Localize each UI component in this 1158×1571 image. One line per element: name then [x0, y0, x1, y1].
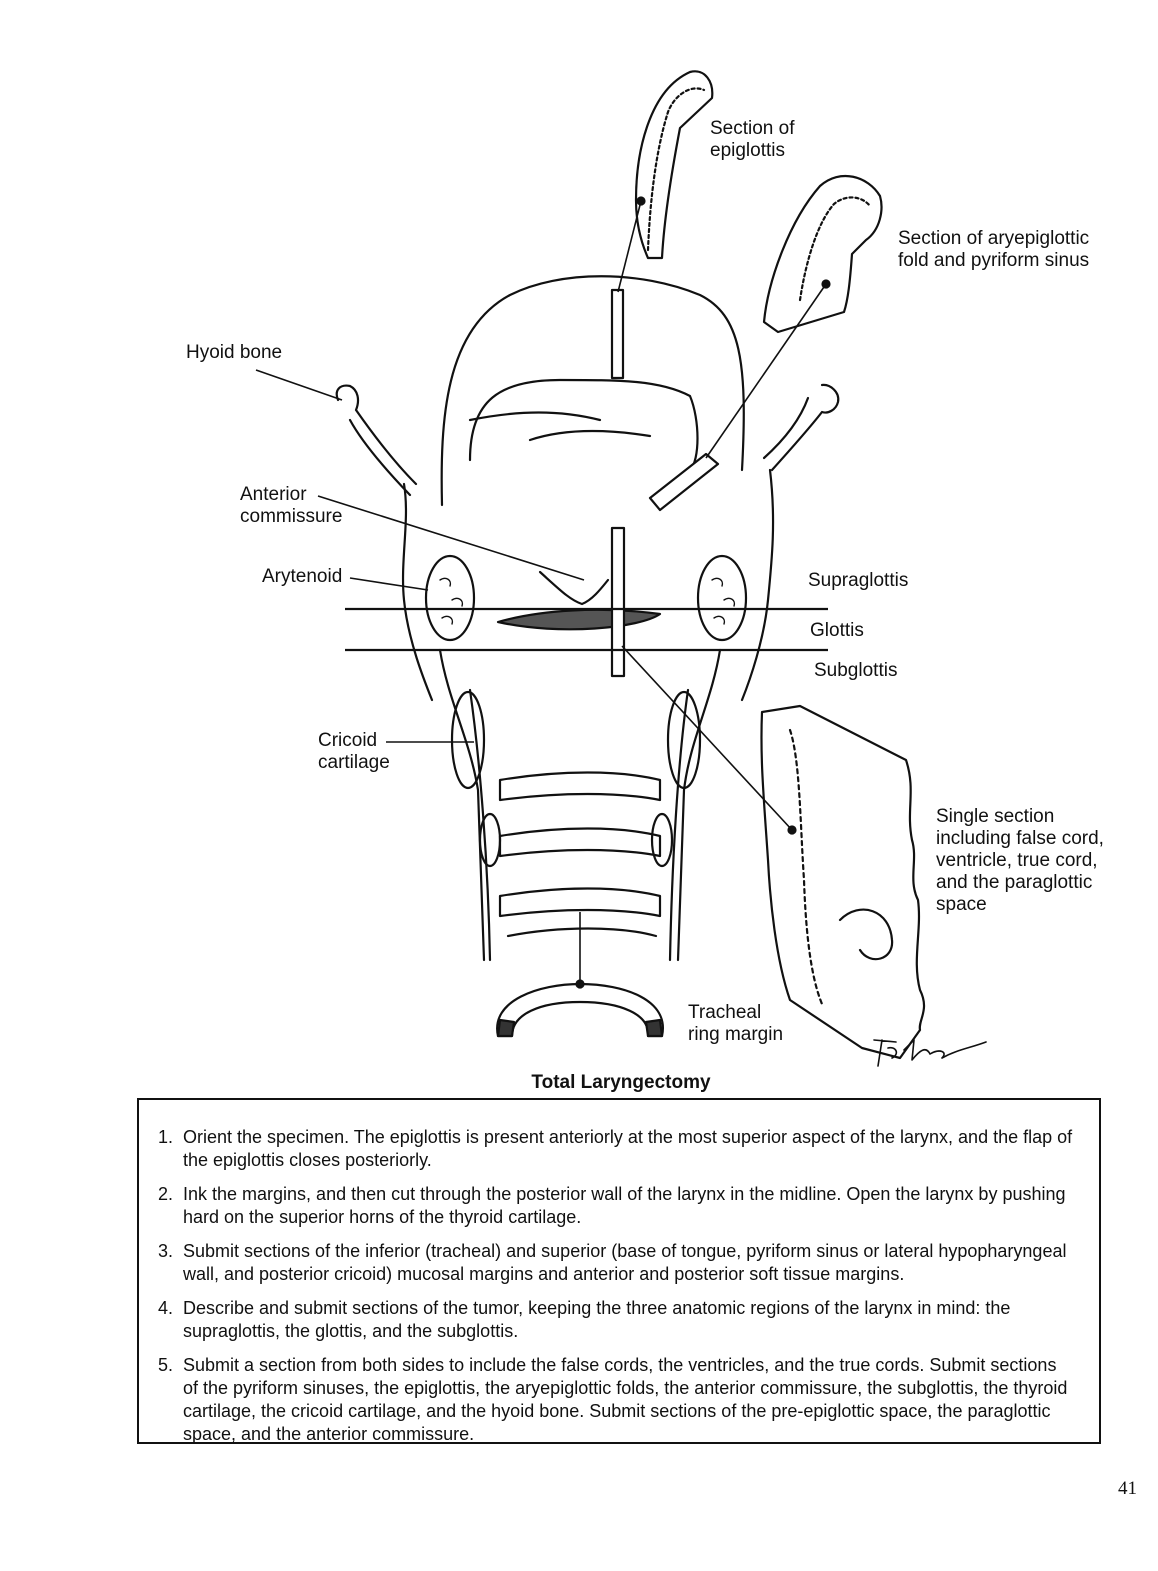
leader-aryepiglottic [705, 283, 827, 459]
label-glottis: Glottis [810, 620, 864, 641]
label-section-epiglottis: Section of epiglottis [710, 118, 795, 161]
aryepiglottic-section-drawing [762, 175, 883, 334]
leader-anterior-commissure [317, 495, 585, 581]
label-subglottis: Subglottis [814, 660, 898, 681]
leader-single-section [621, 645, 793, 831]
label-arytenoid: Arytenoid [262, 566, 343, 587]
label-anterior-commissure: Anterior commissure [240, 484, 343, 527]
step-item: 1.Orient the specimen. The epiglottis is… [158, 1127, 1073, 1170]
steps-list: 1.Orient the specimen. The epiglottis is… [139, 1100, 1099, 1446]
label-hyoid-bone: Hyoid bone [186, 342, 283, 363]
label-single-section: Single section including false cord, ven… [936, 806, 1104, 915]
step-item: 5.Submit a section from both sides to in… [158, 1355, 1068, 1444]
page-number: 41 [1118, 1478, 1137, 1499]
leader-arytenoid [349, 577, 429, 591]
label-cricoid-cartilage: Cricoid cartilage [318, 730, 390, 773]
leader-epiglottis [617, 200, 642, 293]
instructions-box: 1.Orient the specimen. The epiglottis is… [137, 1098, 1101, 1444]
label-tracheal-ring-margin: Tracheal ring margin [688, 1002, 784, 1045]
figure-title: Total Laryngectomy [531, 1072, 711, 1093]
single-section-drawing [760, 704, 926, 1060]
epiglottis-section-drawing [634, 70, 714, 260]
step-item: 2.Ink the margins, and then cut through … [158, 1184, 1066, 1227]
step-item: 3.Submit sections of the inferior (trach… [158, 1241, 1067, 1284]
label-supraglottis: Supraglottis [808, 570, 909, 591]
larynx-outline [335, 275, 840, 962]
tracheal-ring-drawing [496, 979, 665, 1038]
signature-scribble [873, 1039, 987, 1067]
leader-hyoid [255, 369, 343, 401]
step-item: 4.Describe and submit sections of the tu… [158, 1298, 1011, 1341]
label-section-aryepiglottic: Section of aryepiglottic fold and pyrifo… [898, 228, 1090, 271]
